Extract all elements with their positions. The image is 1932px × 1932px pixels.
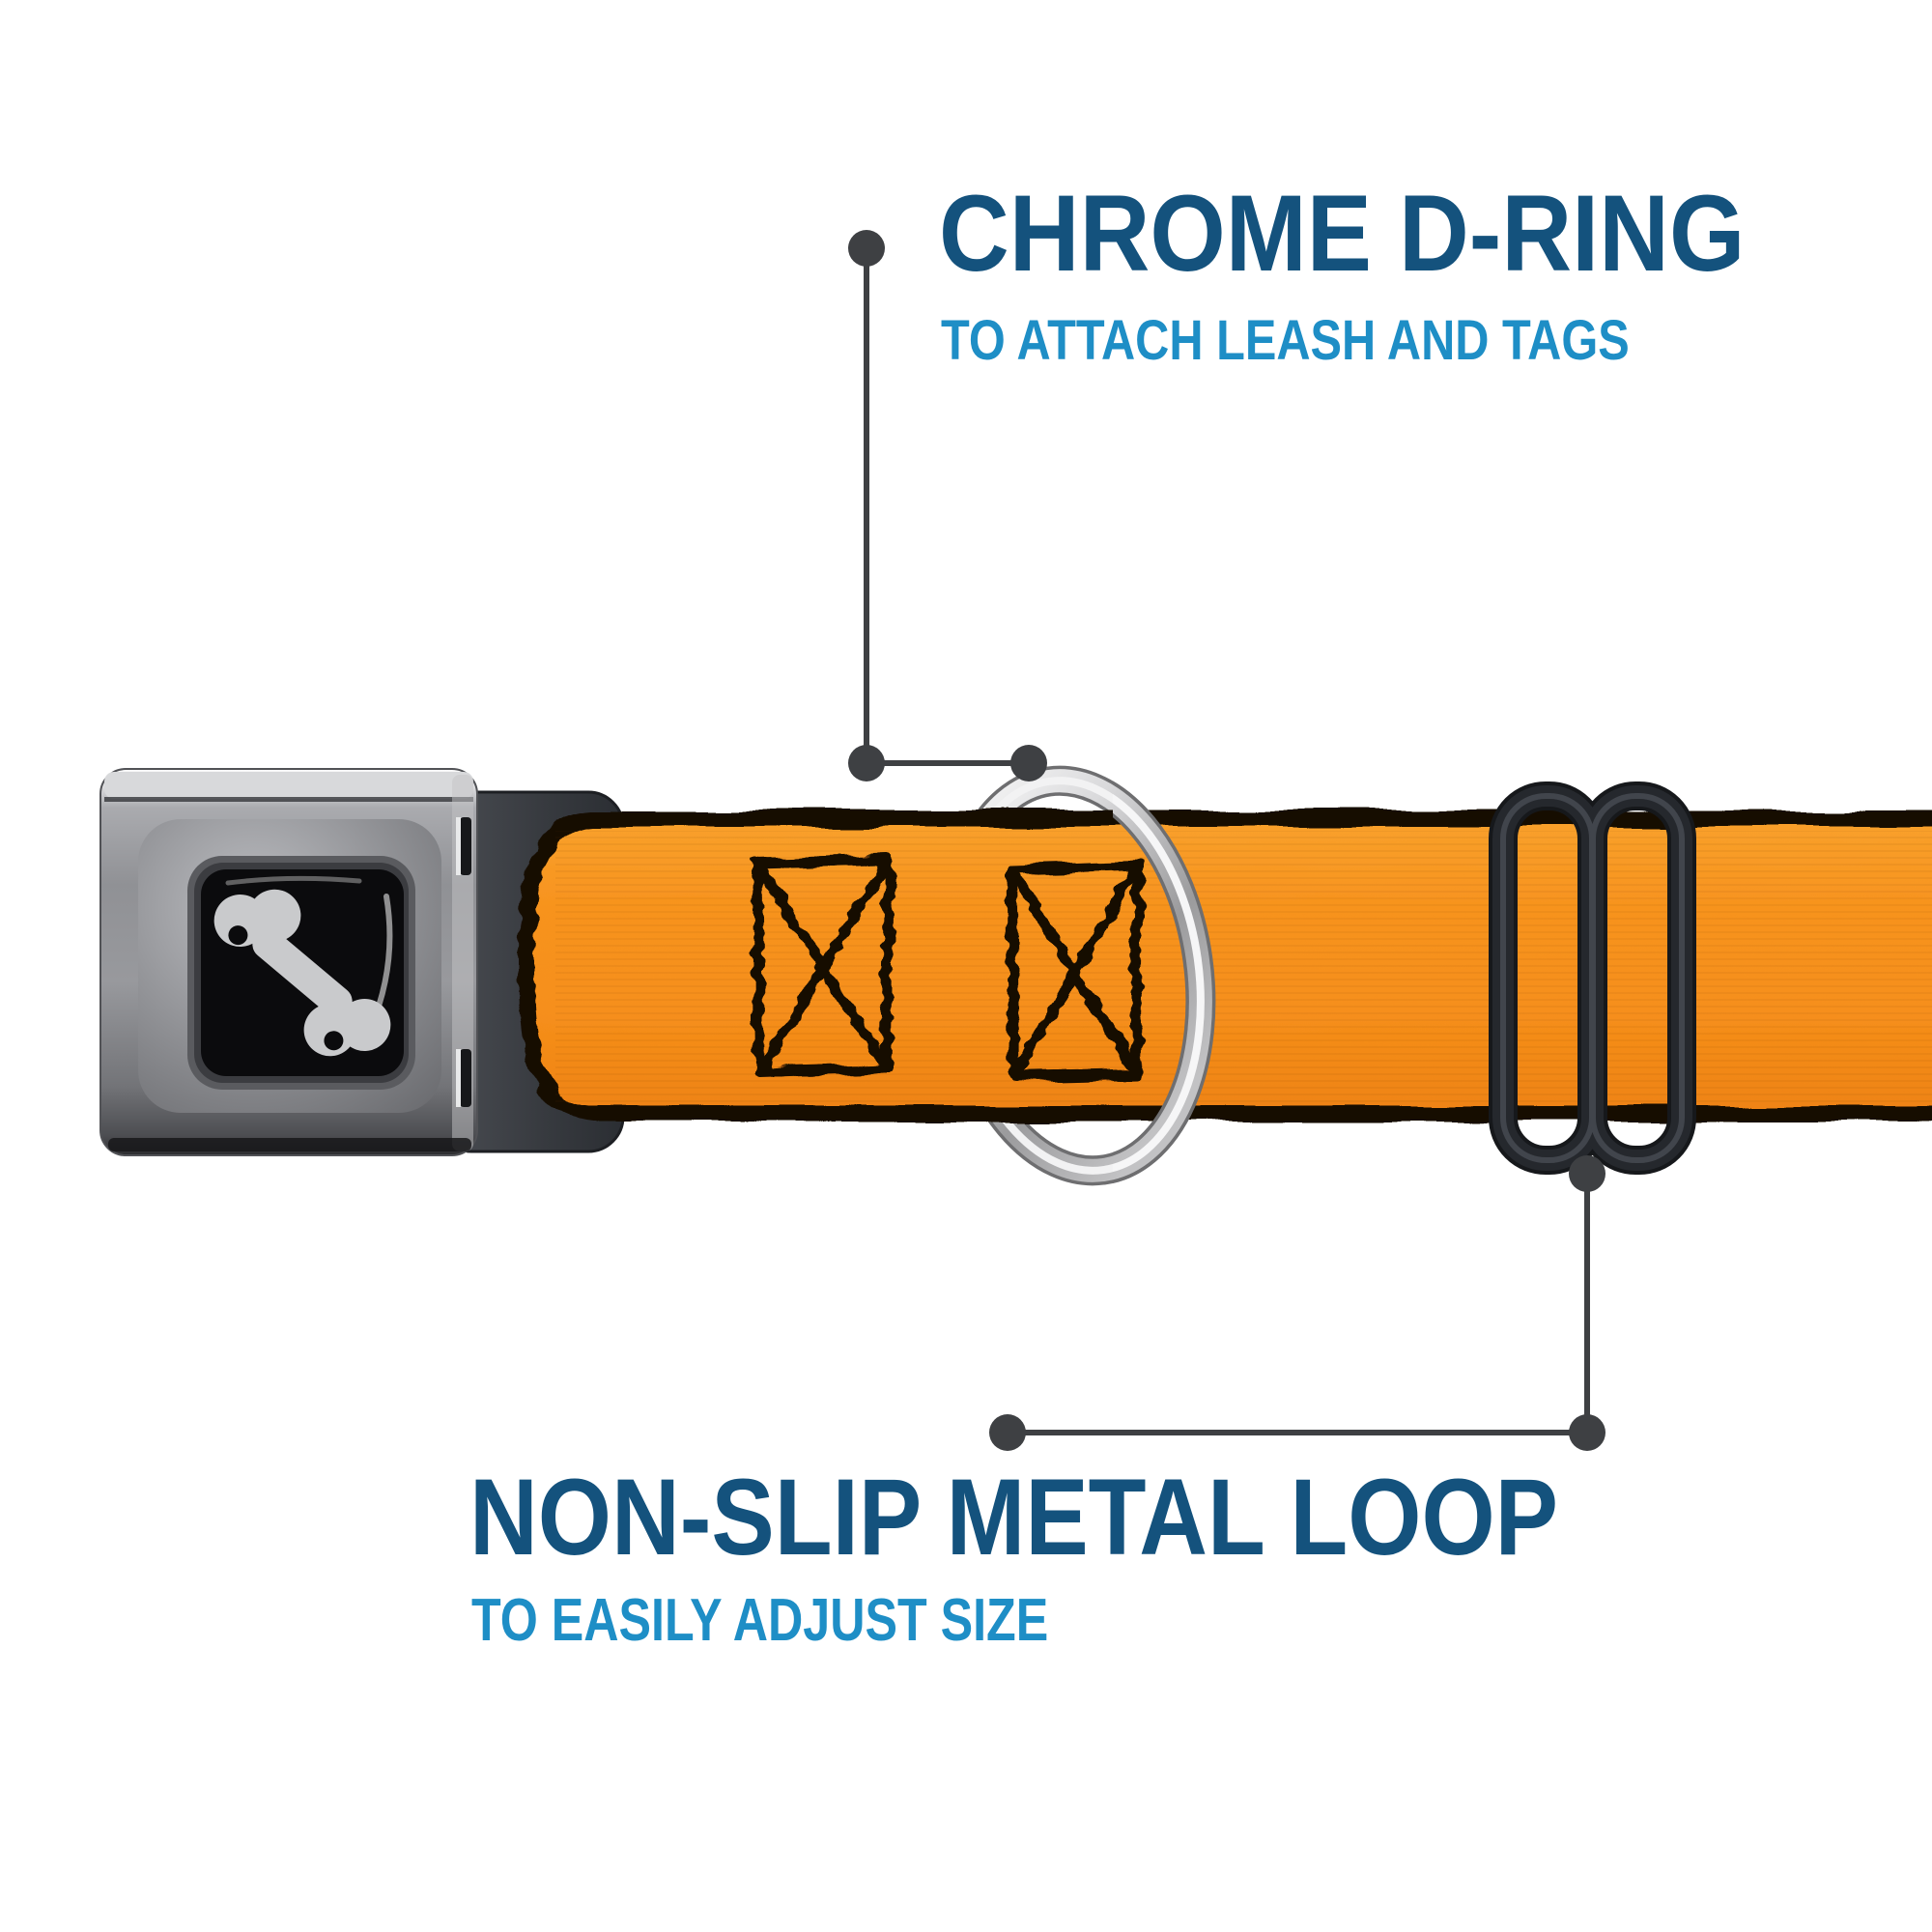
callout-bottom-subtitle: TO EASILY ADJUST SIZE — [471, 1587, 1049, 1654]
callout-top-subtitle: TO ATTACH LEASH AND TAGS — [941, 309, 1630, 372]
stitch-box-left — [752, 854, 895, 1078]
strap-ribbing — [555, 831, 1932, 1103]
seatbelt-buckle — [99, 768, 478, 1156]
callout-top-leader — [848, 230, 1047, 781]
callout-dot — [1010, 745, 1047, 781]
callout-dot — [1569, 1414, 1605, 1451]
callout-dot — [989, 1414, 1026, 1451]
callout-dot — [848, 745, 885, 781]
bone-icon — [213, 889, 391, 1057]
callout-dot — [1569, 1155, 1605, 1192]
stitch-box-right — [1006, 859, 1145, 1082]
callout-top-title: CHROME D-RING — [939, 173, 1746, 294]
slider-loop — [1489, 781, 1696, 1175]
callout-bottom-leader — [989, 1155, 1605, 1451]
d-ring — [1113, 765, 1216, 1186]
callout-bottom-title: NON-SLIP METAL LOOP — [469, 1457, 1559, 1577]
callout-dot — [848, 230, 885, 267]
buckle-hooks — [456, 817, 471, 1107]
